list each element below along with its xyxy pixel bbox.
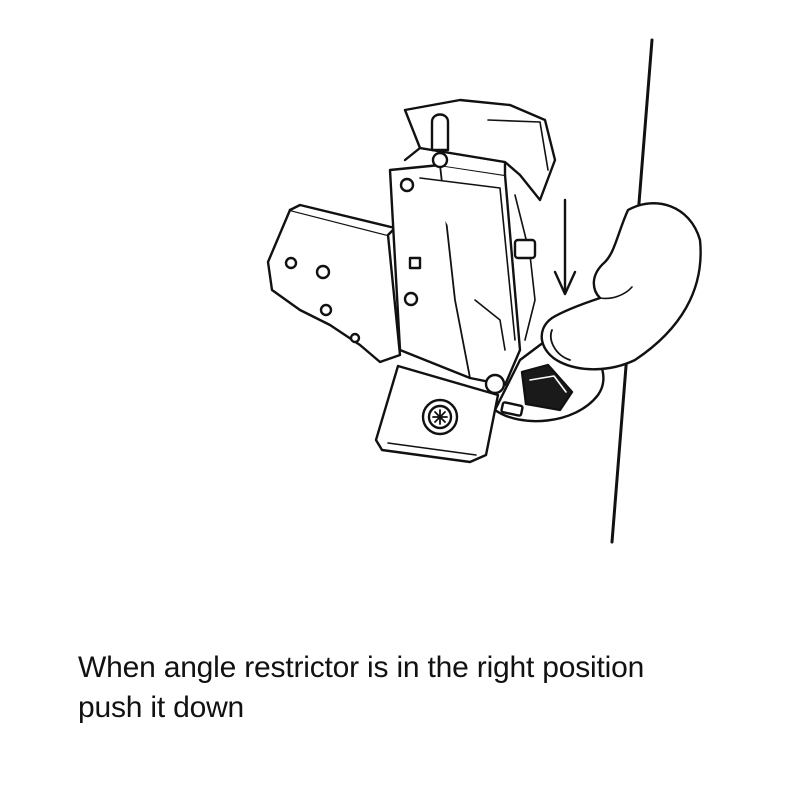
hinge-body <box>388 146 522 395</box>
instruction-caption: When angle restrictor is in the right po… <box>78 648 778 728</box>
down-arrow-icon <box>553 198 577 296</box>
caption-line-2: push it down <box>78 691 245 724</box>
hinge-illustration <box>266 38 702 544</box>
mounting-plate <box>374 364 524 464</box>
angle-restrictor <box>520 363 574 412</box>
hinge-top-mechanism <box>403 98 557 341</box>
hinge-arm-wing <box>266 203 402 364</box>
thumb <box>540 202 702 371</box>
caption-line-1: When angle restrictor is in the right po… <box>78 651 645 684</box>
